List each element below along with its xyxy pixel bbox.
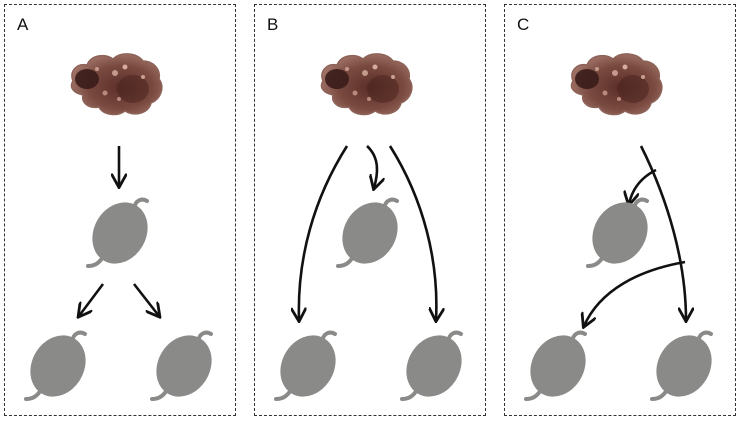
panel-b-label: B xyxy=(267,15,279,34)
mouse-c-bottom-right xyxy=(643,323,725,409)
mouse-c-bottom-left xyxy=(517,323,599,409)
arrow-c-lower-branch xyxy=(584,260,686,326)
mouse-b-top xyxy=(329,190,411,276)
mouse-c-top xyxy=(579,190,661,276)
panel-a: A xyxy=(4,4,236,416)
panel-a-label: A xyxy=(17,15,29,34)
tumor-c-image xyxy=(570,53,663,116)
arrow-c-main xyxy=(639,145,686,320)
arrow-b-right xyxy=(388,145,436,320)
mouse-b-bottom-left xyxy=(267,323,349,409)
mouse-a-bottom-right xyxy=(143,323,225,409)
mouse-a-bottom-left xyxy=(17,323,99,409)
arrow-b-middle xyxy=(366,145,377,188)
arrow-a-right xyxy=(132,283,159,316)
arrow-a-left xyxy=(79,283,105,316)
panel-c: C xyxy=(504,4,736,416)
arrow-b-left xyxy=(299,145,349,320)
mouse-b-bottom-right xyxy=(393,323,475,409)
tumor-b-image xyxy=(320,53,413,116)
panel-c-label: C xyxy=(517,15,530,34)
mouse-a-top xyxy=(79,190,161,276)
arrow-c-upper-branch xyxy=(629,168,657,204)
panel-b: B xyxy=(254,4,486,416)
tumor-a-image xyxy=(70,53,163,116)
